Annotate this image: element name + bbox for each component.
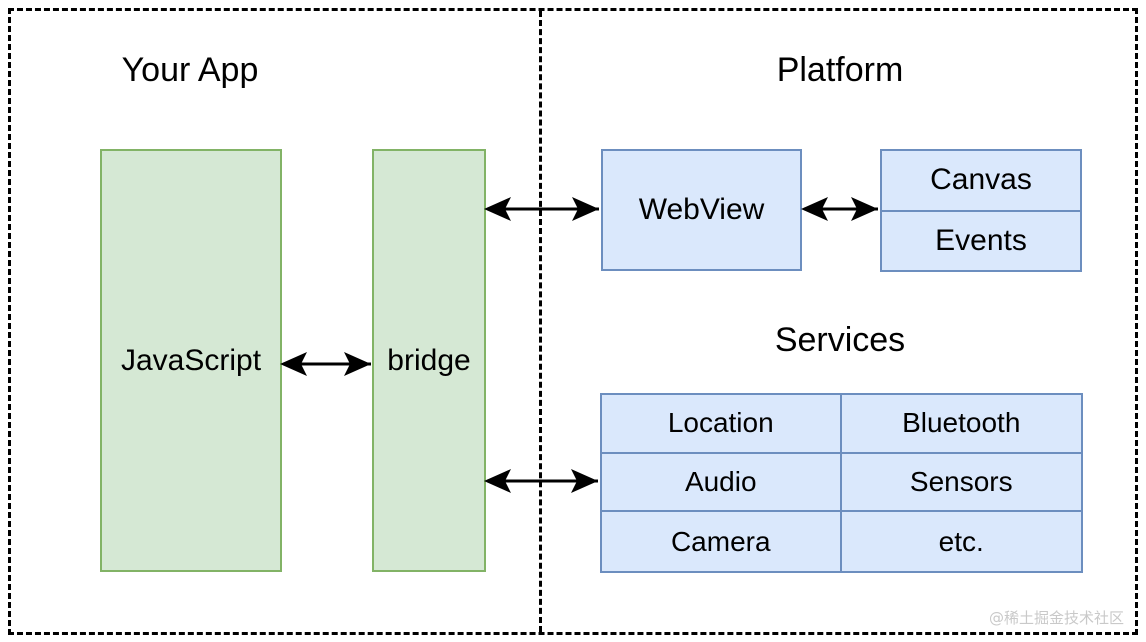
node-events: Events (882, 209, 1080, 271)
section-title-your-app: Your App (121, 51, 259, 89)
node-javascript: JavaScript (100, 149, 282, 572)
node-bridge: bridge (372, 149, 486, 572)
node-canvas-events-stack: Canvas Events (880, 149, 1082, 272)
watermark-label: @稀土掘金技术社区 (988, 609, 1124, 627)
service-cell-bluetooth: Bluetooth (841, 395, 1081, 454)
node-webview: WebView (601, 149, 802, 271)
outer-dashed-frame (8, 8, 1138, 635)
section-title-platform: Platform (776, 51, 904, 89)
app-platform-divider (539, 11, 542, 632)
service-cell-audio: Audio (602, 453, 842, 513)
service-cell-etc: etc. (938, 525, 984, 557)
service-cell-location: Location (602, 395, 842, 454)
services-grid: Location Bluetooth Audio Sensors Camera … (600, 393, 1083, 573)
node-canvas: Canvas (930, 163, 1032, 197)
service-cell-camera: Camera (602, 512, 842, 571)
section-title-services: Services (774, 321, 906, 359)
service-cell-sensors: Sensors (841, 454, 1081, 513)
